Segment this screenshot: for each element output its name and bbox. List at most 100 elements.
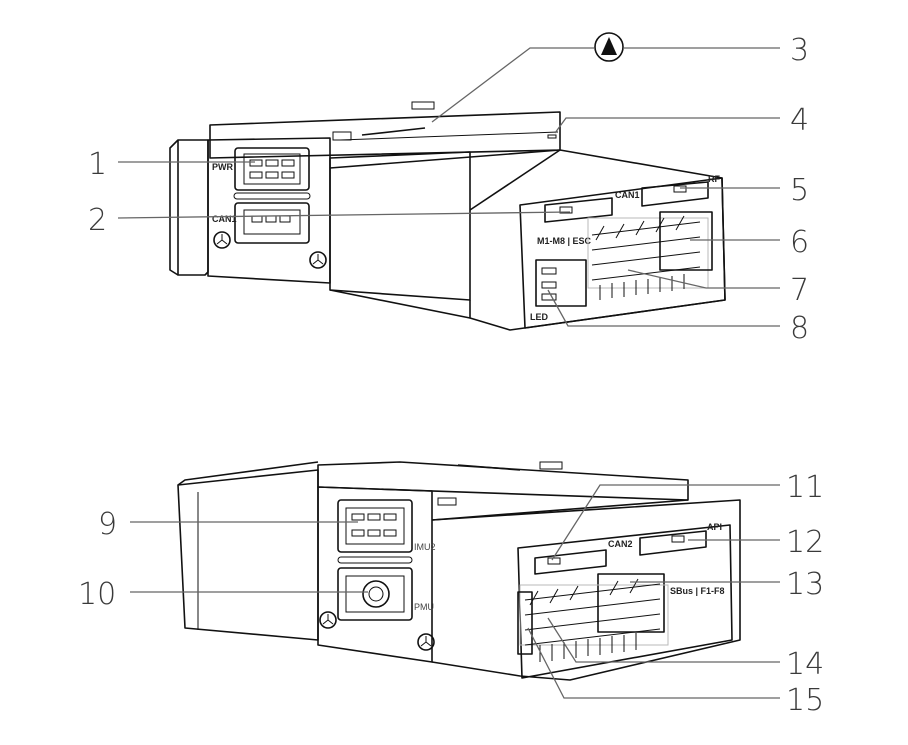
top-printed-text-line [361,127,426,136]
imu2-port-socket [345,507,405,545]
top-main-body-left [329,151,471,301]
top-body-bevel [469,149,561,211]
top-upper-seam [339,131,559,141]
pwr-pin [265,171,279,179]
can2-label: CAN2 [608,539,633,549]
can1-left-port-frame [234,202,310,244]
callout-number: 8 [790,311,809,346]
sbus-pin-header-box [597,573,665,633]
callout-number: 7 [790,273,809,308]
leader-11 [551,484,780,561]
imu2-pin [351,529,365,537]
top-leader-lines [117,47,780,327]
imu2-pin [351,513,365,521]
callout-number: 12 [786,525,824,560]
bottom-upper-block [317,461,689,501]
can1-port [544,197,613,223]
callout-number: 3 [790,33,809,68]
led-pin [541,281,557,289]
leader-3 [431,47,780,123]
api-pin [671,535,685,543]
sbus-f1f8-label: SBus | F1-F8 [670,586,725,596]
imu2-pin [383,513,397,521]
pwr-pin [281,171,295,179]
pmu-connector-inner [368,586,384,602]
top-main-body [329,149,726,331]
bottom-front-panel [317,486,433,663]
led-pin [541,267,557,275]
callout-number: 14 [786,647,824,682]
pmu-port-frame [337,567,413,621]
screw-head-icon [213,231,231,249]
top-pin-header-box [659,211,713,271]
top-logo-mark [332,131,352,141]
leader-15 [527,627,780,699]
triangle-up-in-circle-icon [594,32,624,62]
api-port [639,530,707,556]
top-upper-block [209,111,561,159]
callout-number: 9 [98,507,117,542]
callout-number: 5 [790,173,809,208]
pmu-label: PMU [414,602,434,612]
bottom-right-face [517,524,733,679]
top-led-indicator [547,134,557,139]
screw-head-icon [319,611,337,629]
pwr-pin [281,159,295,167]
api-label: API [707,522,722,532]
callout-number: 10 [78,577,116,612]
callout-number: 11 [786,470,824,505]
pwr-port-frame [234,147,310,191]
rf-pin [673,185,687,193]
callout-number: 2 [88,203,107,238]
pwr-label: PWR [212,162,233,172]
bottom-body-bevel [431,499,689,521]
bottom-device: IMU2 PMU CAN2 API SBus | F1-F8 [177,461,741,681]
bottom-logo-mark [539,461,563,470]
callout-number: 6 [790,225,809,260]
imu2-pin [367,513,381,521]
top-logo-mark-2 [411,101,435,110]
can1-left-pin [279,215,291,223]
led-port [535,259,587,307]
bottom-pin-header-outline [519,584,669,646]
can1-left-pin [265,215,277,223]
bottom-printed-text-line [457,464,521,471]
bottom-leader-lines [130,484,780,699]
top-rear-housing [177,139,209,276]
bottom-main-body [431,499,741,681]
leader-14 [547,617,780,663]
imu2-label: IMU2 [414,542,436,552]
leader-7 [627,269,780,289]
rf-port [641,181,709,207]
callout-number: 1 [88,147,107,182]
can1-left-label: CAN1 [212,214,237,224]
leader-2 [117,211,571,219]
led-label: LED [530,312,549,322]
top-device: PWR CAN1 CAN1 RF M1-M8 | [169,101,726,331]
callout-number: 4 [790,103,809,138]
can2-pin [547,557,561,565]
pwr-port-socket [243,153,301,185]
leader-8 [547,289,780,327]
imu2-pin [367,529,381,537]
bottom-pin-grid [524,578,661,662]
rf-label: RF [708,174,720,184]
imu2-port-frame [337,499,413,553]
top-pin-grid [591,215,701,300]
led-pin [541,293,557,301]
pwr-pin [265,159,279,167]
pmu-connector [362,580,390,608]
screw-head-icon [309,251,327,269]
top-divider-bar [233,192,311,200]
can2-port [534,549,607,575]
top-body-bottom [329,289,471,319]
pwr-pin [249,171,263,179]
can1-left-pin [251,215,263,223]
bottom-divider-bar [337,556,413,564]
bottom-rear-top [177,461,319,486]
bottom-rear-housing [177,469,319,641]
callout-number: 15 [786,683,824,718]
callout-number: 13 [786,567,824,602]
